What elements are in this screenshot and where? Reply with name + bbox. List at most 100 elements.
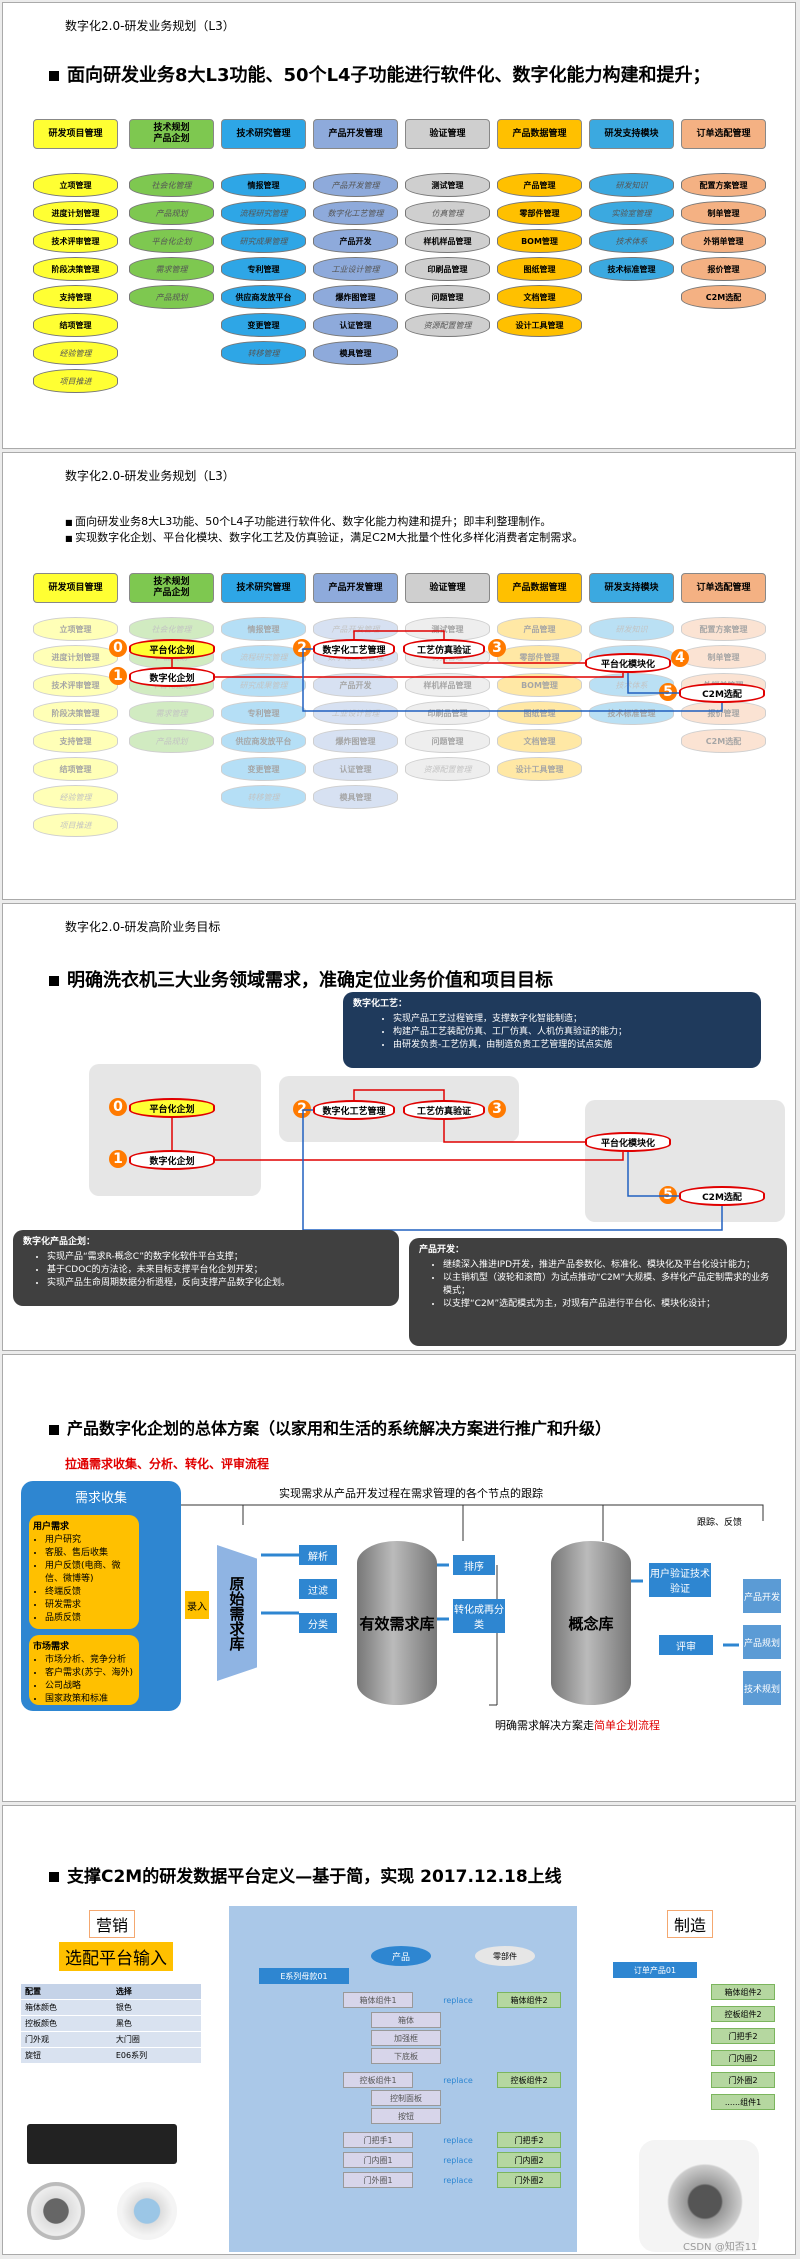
category-6: 研发支持模块 [589, 119, 674, 149]
select-platform-input: 选配平台输入 [59, 1942, 173, 1971]
input-arrow: 录入 [185, 1591, 209, 1619]
replace-label: replace [433, 2172, 483, 2188]
config-value: 银色 [112, 2000, 201, 2016]
slide-c2m-platform: 支撑C2M的研发数据平台定义—基于简，实现 2017.12.18上线 营销 研发… [2, 1805, 796, 2255]
series-node: E系列母款01 [259, 1968, 349, 1984]
bom-node: 箱体 [371, 2012, 441, 2028]
module-cylinder: 图纸管理 [497, 257, 582, 281]
review-step: 评审 [659, 1635, 713, 1655]
category-5: 产品数据管理 [497, 119, 582, 149]
category-3: 产品开发管理 [313, 119, 398, 149]
manufacturing-item: 门把手2 [711, 2028, 775, 2044]
module-cylinder: 制单管理 [681, 201, 766, 225]
module-cylinder: 设计工具管理 [497, 313, 582, 337]
module-cylinder: 社会化管理 [129, 173, 214, 197]
module-cylinder: 经验管理 [33, 341, 118, 365]
config-key: 门外观 [21, 2032, 112, 2048]
user-requirements: 用户需求 用户研究 客服、售后收集 用户反馈(电商、微信、微博等) 终端反馈 研… [29, 1515, 139, 1629]
module-cylinder: 问题管理 [405, 285, 490, 309]
replacement-node: 门内圈2 [497, 2152, 561, 2168]
parse-step: 解析 [299, 1545, 337, 1565]
slide-high-level-goals: 数字化2.0-研发高阶业务目标 明确洗衣机三大业务领域需求，准确定位业务价值和项… [2, 903, 796, 1351]
module-cylinder: 变更管理 [221, 313, 306, 337]
bom-node: 箱体组件1 [343, 1992, 413, 2008]
category-2: 技术研究管理 [221, 119, 306, 149]
module-cylinder: 产品开发管理 [313, 173, 398, 197]
slide-business-plan-focus: 数字化2.0-研发业务规划（L3） 面向研发业务8大L3功能、50个L4子功能进… [2, 452, 796, 900]
module-cylinder: 报价管理 [681, 257, 766, 281]
replacement-node: 门外圈2 [497, 2172, 561, 2188]
manufacturing-item: 门外圈2 [711, 2072, 775, 2088]
verification-step: 用户验证技术验证 [649, 1563, 711, 1597]
order-node: 订单产品01 [613, 1962, 697, 1978]
concept-library: 概念库 [551, 1541, 631, 1705]
section-marketing: 营销 [89, 1910, 135, 1938]
module-cylinder: 模具管理 [313, 341, 398, 365]
classify-step: 分类 [299, 1613, 337, 1633]
output-product-plan: 产品规划 [743, 1625, 781, 1659]
bom-node: 按钮 [371, 2108, 441, 2124]
sort-step: 排序 [453, 1555, 495, 1575]
cloud-parts: 零部件 [475, 1946, 535, 1966]
module-cylinder: 数字化工艺管理 [313, 201, 398, 225]
replace-label: replace [433, 1992, 483, 2008]
module-cylinder: 产品规划 [129, 201, 214, 225]
market-requirements: 市场需求 市场分析、竞争分析 客户需求(苏宁、海外) 公司战略 国家政策和标准 [29, 1635, 139, 1705]
product-dev-box: 产品开发： 继续深入推进IPD开发，推进产品参数化、标准化、模块化及平台化设计能… [409, 1238, 787, 1346]
bottom-note: 明确需求解决方案走简单企划流程 [495, 1717, 660, 1733]
connector-lines [3, 453, 796, 900]
module-cylinder: 爆炸图管理 [313, 285, 398, 309]
module-cylinder: 技术体系 [589, 229, 674, 253]
slide-headline: 面向研发业务8大L3功能、50个L4子功能进行软件化、数字化能力构建和提升； [49, 61, 711, 87]
config-value: 大门圈 [112, 2032, 201, 2048]
output-product-dev: 产品开发 [743, 1579, 781, 1613]
module-cylinder: BOM管理 [497, 229, 582, 253]
collection-title: 需求收集 [21, 1487, 181, 1506]
manufacturing-item: 控板组件2 [711, 2006, 775, 2022]
module-cylinder: 测试管理 [405, 173, 490, 197]
section-manufacturing: 制造 [667, 1910, 713, 1938]
module-cylinder: 供应商发放平台 [221, 285, 306, 309]
module-cylinder: 印刷品管理 [405, 257, 490, 281]
module-cylinder: C2M选配 [681, 285, 766, 309]
digital-planning-box: 数字化产品企划： 实现产品“需求R-概念C”的数字化软件平台支撑； 基于CDOC… [13, 1230, 399, 1306]
module-cylinder: 产品规划 [129, 285, 214, 309]
slide-headline: 支撑C2M的研发数据平台定义—基于简，实现 2017.12.18上线 [49, 1862, 562, 1887]
category-7: 订单选配管理 [681, 119, 766, 149]
module-cylinder: 零部件管理 [497, 201, 582, 225]
module-cylinder: 流程研究管理 [221, 201, 306, 225]
category-1: 技术规划产品企划 [129, 119, 214, 149]
manufacturing-item: 门内圈2 [711, 2050, 775, 2066]
convert-step: 转化成再分类 [453, 1599, 505, 1633]
drum-image [27, 2182, 85, 2240]
category-4: 验证管理 [405, 119, 490, 149]
module-cylinder: 立项管理 [33, 173, 118, 197]
slide-digital-planning: 产品数字化企划的总体方案（以家用和生活的系统解决方案进行推广和升级） 拉通需求收… [2, 1354, 796, 1802]
bom-node: 加强框 [371, 2030, 441, 2046]
output-tech-plan: 技术规划 [743, 1671, 781, 1705]
raw-requirement-library: 原始需求库 [217, 1545, 257, 1681]
module-cylinder: 阶段决策管理 [33, 257, 118, 281]
bom-node: 门把手1 [343, 2132, 413, 2148]
replace-label: replace [433, 2132, 483, 2148]
replace-label: replace [433, 2152, 483, 2168]
slide-business-plan: 数字化2.0-研发业务规划（L3） 面向研发业务8大L3功能、50个L4子功能进… [2, 2, 796, 449]
module-cylinder: 专利管理 [221, 257, 306, 281]
module-cylinder: 研发知识 [589, 173, 674, 197]
module-cylinder: 转移管理 [221, 341, 306, 365]
filter-step: 过滤 [299, 1579, 337, 1599]
module-cylinder: 外销单管理 [681, 229, 766, 253]
config-value: 黑色 [112, 2016, 201, 2032]
manufacturing-item: 箱体组件2 [711, 1984, 775, 2000]
washer-image [639, 2140, 759, 2252]
bom-node: 控板组件1 [343, 2072, 413, 2088]
bom-node: 下底板 [371, 2048, 441, 2064]
knob-image [117, 2182, 177, 2240]
bom-node: 控制面板 [371, 2090, 441, 2106]
module-cylinder: 产品管理 [497, 173, 582, 197]
cloud-product: 产品 [371, 1946, 431, 1966]
module-cylinder: 样机样品管理 [405, 229, 490, 253]
replacement-node: 控板组件2 [497, 2072, 561, 2088]
module-cylinder: 项目推进 [33, 369, 118, 393]
